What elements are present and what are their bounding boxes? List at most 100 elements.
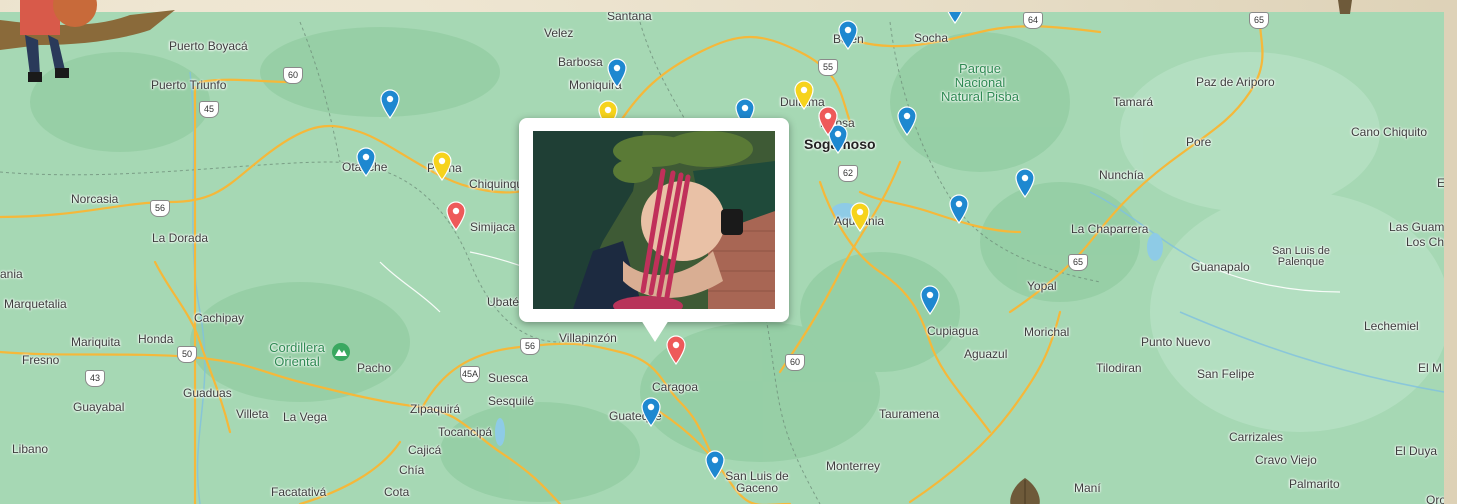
route-shield-64: 64 xyxy=(1023,12,1043,29)
place-cajica: Cajicá xyxy=(408,443,442,457)
place-puerto-boyaca: Puerto Boyacá xyxy=(169,39,248,53)
map-marker-blue[interactable] xyxy=(827,124,849,154)
popup-pointer xyxy=(641,320,669,342)
place-guaduas: Guaduas xyxy=(183,386,232,400)
place-mani: Maní xyxy=(1074,481,1101,495)
place-palmarito: Palmarito xyxy=(1289,477,1340,491)
place-marquetalia: Marquetalia xyxy=(4,297,67,311)
map-marker-blue[interactable] xyxy=(919,285,941,315)
place-el-duya: El Duya xyxy=(1395,444,1438,458)
place-san-felipe: San Felipe xyxy=(1197,367,1255,381)
map-marker-red[interactable] xyxy=(445,201,467,231)
map-marker-yellow[interactable] xyxy=(793,80,815,110)
route-shield-62: 62 xyxy=(838,165,858,182)
map-marker-blue[interactable] xyxy=(704,450,726,480)
route-shield-56: 56 xyxy=(150,200,170,217)
place-velez: Velez xyxy=(544,26,574,40)
place-el-m: El M xyxy=(1418,361,1442,375)
route-shield-56-b: 56 xyxy=(520,338,540,355)
place-monterrey: Monterrey xyxy=(826,459,881,473)
place-guayabal: Guayabal xyxy=(73,400,125,414)
place-punto-nuevo: Punto Nuevo xyxy=(1141,335,1211,349)
place-pacho: Pacho xyxy=(357,361,392,375)
map-marker-blue[interactable] xyxy=(896,106,918,136)
place-santana: Santana xyxy=(607,12,652,23)
place-suesca: Suesca xyxy=(488,371,529,385)
place-san-luis-de-palenque: San Luis de Palenque xyxy=(1271,245,1331,268)
place-norcasia: Norcasia xyxy=(71,192,119,206)
place-la-vega: La Vega xyxy=(283,410,328,424)
map-marker-blue[interactable] xyxy=(355,147,377,177)
route-shield-45a: 45A xyxy=(460,366,480,383)
map-marker-blue[interactable] xyxy=(948,194,970,224)
info-popup[interactable] xyxy=(519,118,789,342)
place-cravo-viejo: Cravo Viejo xyxy=(1255,453,1317,467)
map-marker-blue[interactable] xyxy=(606,58,628,88)
route-shield-60: 60 xyxy=(283,67,303,84)
place-moniquira: Moniquirá xyxy=(569,78,622,92)
place-nunchia: Nunchía xyxy=(1099,168,1144,182)
popup-photo xyxy=(533,131,775,309)
map-marker-red[interactable] xyxy=(817,106,839,136)
place-socha: Socha xyxy=(914,31,949,45)
place-oro: Oro xyxy=(1426,493,1444,504)
route-shield-50: 50 xyxy=(177,346,197,363)
place-la-chaparrera: La Chaparrera xyxy=(1071,222,1149,236)
place-libano: Libano xyxy=(12,442,49,456)
place-e-edge: E xyxy=(1437,176,1444,190)
place-cota: Cota xyxy=(384,485,410,499)
route-shield-43: 43 xyxy=(85,370,105,387)
place-ubate: Ubaté xyxy=(487,295,520,309)
place-yopal: Yopal xyxy=(1027,279,1057,293)
map-marker-blue[interactable] xyxy=(944,12,966,24)
place-sesquile: Sesquilé xyxy=(488,394,535,408)
mountain-icon xyxy=(332,343,350,361)
place-guanapalo: Guanapalo xyxy=(1191,260,1250,274)
place-paz-de-ariporo: Paz de Ariporo xyxy=(1196,75,1275,89)
place-aguazul: Aguazul xyxy=(964,347,1008,361)
place-puerto-triunfo: Puerto Triunfo xyxy=(151,78,227,92)
place-barbosa: Barbosa xyxy=(558,55,603,69)
map-marker-yellow[interactable] xyxy=(849,202,871,232)
place-carrizales: Carrizales xyxy=(1229,430,1284,444)
route-shield-65: 65 xyxy=(1249,12,1269,29)
map-base-terrain xyxy=(0,20,1444,504)
place-tauramena: Tauramena xyxy=(879,407,940,421)
park-cordillera-oriental-label: Cordillera Oriental xyxy=(269,340,325,369)
place-honda: Honda xyxy=(138,332,174,346)
place-simijaca: Simijaca xyxy=(470,220,516,234)
place-cupiagua: Cupiagua xyxy=(927,324,979,338)
route-shield-60-b: 60 xyxy=(785,354,805,371)
map-marker-yellow[interactable] xyxy=(431,151,453,181)
park-pisba-label: Parque Nacional Natural Pisba xyxy=(940,61,1020,104)
place-caragoa: Caragoa xyxy=(652,380,699,394)
map-marker-blue[interactable] xyxy=(379,89,401,119)
place-fresno: Fresno xyxy=(22,353,60,367)
place-cano-chiquito: Cano Chiquito xyxy=(1351,125,1428,139)
place-morichal: Morichal xyxy=(1024,325,1070,339)
illustration-leaf xyxy=(1010,478,1040,504)
place-tilodiran: Tilodiran xyxy=(1096,361,1142,375)
place-la-dorada: La Dorada xyxy=(152,231,209,245)
map-canvas[interactable]: Santana Velez Belén Socha Puerto Boyacá … xyxy=(0,12,1444,504)
place-tocancipa: Tocancipá xyxy=(438,425,493,439)
place-villapinzon: Villapinzón xyxy=(559,331,617,345)
place-ania: ania xyxy=(0,267,23,281)
place-facatativa: Facatativá xyxy=(271,485,327,499)
place-pore: Pore xyxy=(1186,135,1212,149)
beet-in-hand-image xyxy=(533,131,775,309)
map-marker-blue[interactable] xyxy=(837,20,859,50)
illustration-figure-on-branch xyxy=(0,0,175,82)
place-tamara: Tamará xyxy=(1113,95,1154,109)
map-marker-blue[interactable] xyxy=(1014,168,1036,198)
map-marker-red[interactable] xyxy=(665,335,687,365)
place-san-luis-de-gaceno: San Luis de Gaceno xyxy=(725,469,789,495)
place-las-guam: Las Guam xyxy=(1389,220,1444,234)
route-shield-65-b: 65 xyxy=(1068,254,1088,271)
illustration-trunk xyxy=(1338,0,1352,14)
place-lechemiel: Lechemiel xyxy=(1364,319,1419,333)
map-marker-blue[interactable] xyxy=(640,397,662,427)
route-shield-55: 55 xyxy=(818,59,838,76)
place-zipaquira: Zipaquirá xyxy=(410,402,461,416)
